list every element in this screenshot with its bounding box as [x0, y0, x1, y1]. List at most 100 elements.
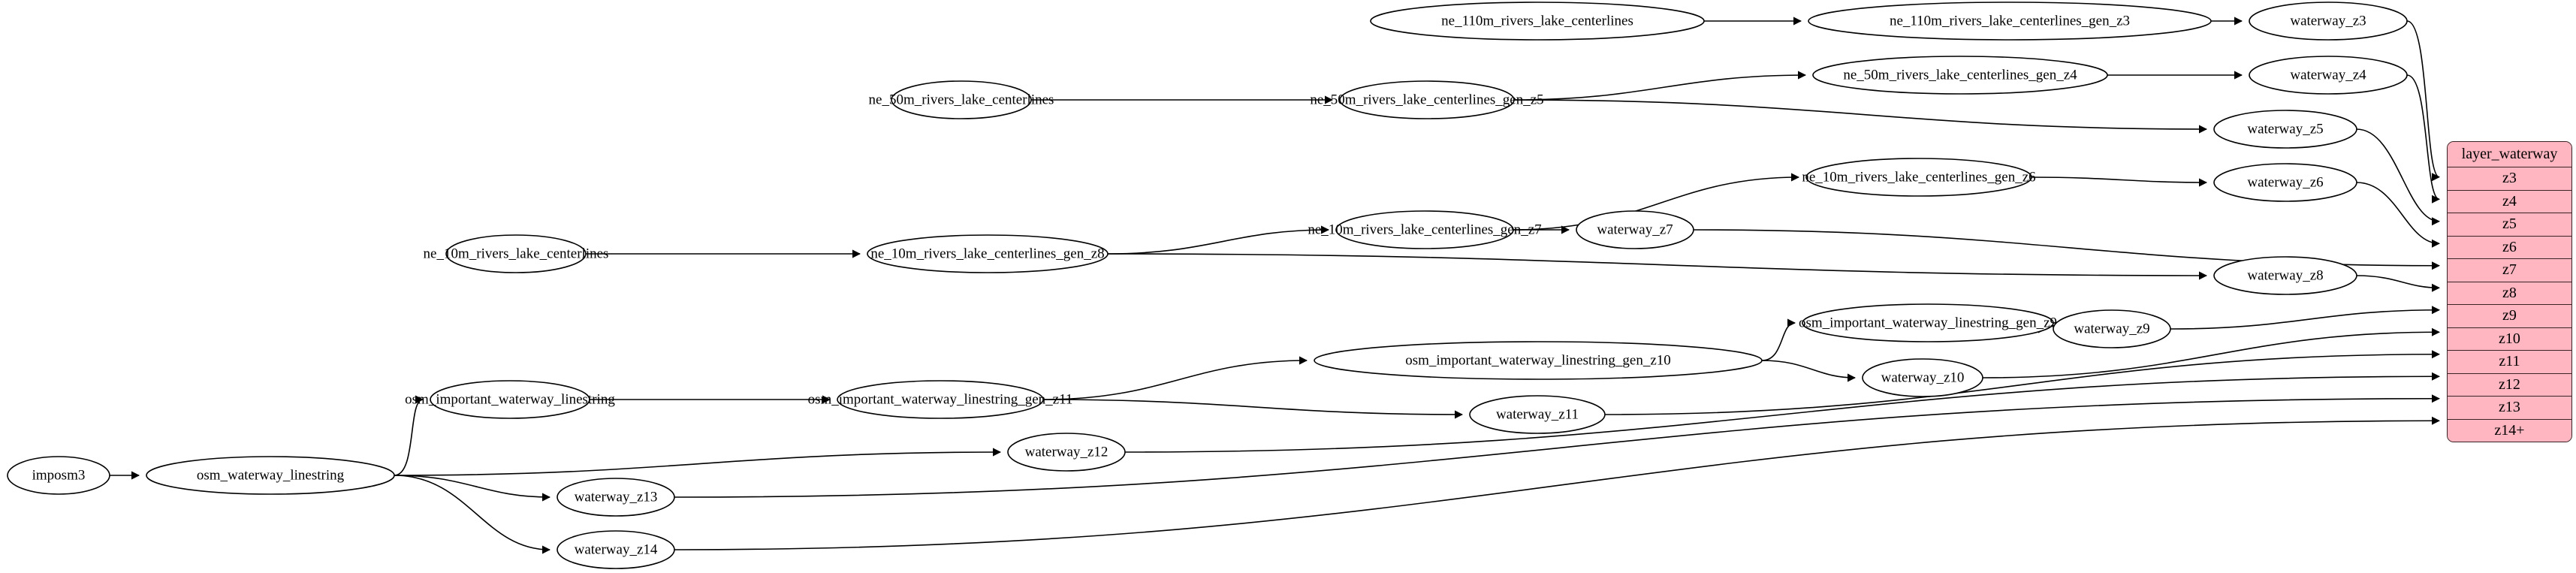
- graph-node-osm_important_waterway_linestring[interactable]: osm_important_waterway_linestring: [405, 380, 615, 419]
- graph-node-waterway_z8[interactable]: waterway_z8: [2213, 256, 2357, 295]
- graph-node-ne_110m_rivers_lake_centerlines_gen_z3[interactable]: ne_110m_rivers_lake_centerlines_gen_z3: [1808, 2, 2212, 41]
- node-label: ne_110m_rivers_lake_centerlines: [1441, 13, 1633, 29]
- node-shape: [1862, 358, 1983, 397]
- graph-node-waterway_z5[interactable]: waterway_z5: [2213, 110, 2357, 149]
- graph-node-waterway_z11[interactable]: waterway_z11: [1469, 395, 1606, 434]
- graph-edge-waterway_z13--layer_waterway.z13: [674, 394, 2441, 498]
- layer-table-row-z4[interactable]: z4: [2448, 190, 2571, 213]
- graph-node-ne_50m_rivers_lake_centerlines[interactable]: ne_50m_rivers_lake_centerlines: [869, 80, 1054, 119]
- graph-node-ne_10m_rivers_lake_centerlines_gen_z6[interactable]: ne_10m_rivers_lake_centerlines_gen_z6: [1802, 158, 2036, 197]
- graph-node-waterway_z6[interactable]: waterway_z6: [2213, 163, 2357, 202]
- graph-node-waterway_z13[interactable]: waterway_z13: [557, 478, 675, 517]
- graph-node-ne_10m_rivers_lake_centerlines_gen_z7[interactable]: ne_10m_rivers_lake_centerlines_gen_z7: [1308, 210, 1542, 249]
- node-label: waterway_z6: [2247, 174, 2323, 190]
- node-label: waterway_z10: [1881, 369, 1965, 385]
- graph-edge-waterway_z6--layer_waterway.z6: [2356, 182, 2441, 248]
- node-label: waterway_z11: [1496, 406, 1579, 422]
- node-shape: [557, 478, 675, 517]
- layer-table-row-z5[interactable]: z5: [2448, 213, 2571, 237]
- node-label: osm_important_waterway_linestring_gen_z9: [1799, 315, 2057, 330]
- node-shape: [146, 456, 395, 495]
- node-shape: [1802, 303, 2054, 342]
- layer-table-row-z12[interactable]: z12: [2448, 373, 2571, 397]
- node-label: waterway_z12: [1025, 444, 1109, 460]
- graph-node-waterway_z7[interactable]: waterway_z7: [1576, 210, 1694, 249]
- layer-table-row-z14+[interactable]: z14+: [2448, 419, 2571, 442]
- graph-edge-osm_important_waterway_linestring_gen_z11--waterway_z11: [1042, 399, 1464, 419]
- graph-node-imposm3[interactable]: imposm3: [7, 456, 110, 495]
- node-label: waterway_z7: [1597, 222, 1673, 237]
- node-shape: [2213, 256, 2357, 295]
- node-shape: [1370, 2, 1705, 41]
- node-shape: [1469, 395, 1606, 434]
- graph-node-osm_important_waterway_linestring_gen_z9[interactable]: osm_important_waterway_linestring_gen_z9: [1799, 303, 2057, 342]
- graph-edge-waterway_z11--layer_waterway.z11: [1604, 350, 2441, 415]
- node-label: ne_110m_rivers_lake_centerlines_gen_z3: [1890, 13, 2130, 29]
- node-label: waterway_z13: [575, 489, 658, 505]
- graph-edge-ne_10m_rivers_lake_centerlines_gen_z8--ne_10m_rivers_lake_centerlines_gen_z7: [1107, 225, 1330, 255]
- graph-node-waterway_z10[interactable]: waterway_z10: [1862, 358, 1983, 397]
- node-label: osm_important_waterway_linestring_gen_z1…: [808, 391, 1073, 407]
- graph-node-waterway_z4[interactable]: waterway_z4: [2249, 56, 2408, 95]
- graph-node-osm_important_waterway_linestring_gen_z11[interactable]: osm_important_waterway_linestring_gen_z1…: [808, 380, 1073, 419]
- graph-node-ne_50m_rivers_lake_centerlines_gen_z4[interactable]: ne_50m_rivers_lake_centerlines_gen_z4: [1812, 56, 2108, 95]
- node-shape: [1314, 341, 1763, 380]
- layer-table-row-z11[interactable]: z11: [2448, 351, 2571, 374]
- layer-table-row-z8[interactable]: z8: [2448, 282, 2571, 305]
- graph-edge-waterway_z5--layer_waterway.z5: [2356, 128, 2441, 226]
- graph-node-waterway_z14[interactable]: waterway_z14: [557, 530, 675, 569]
- node-label: ne_10m_rivers_lake_centerlines_gen_z8: [870, 246, 1104, 261]
- node-label: imposm3: [32, 467, 86, 483]
- layer-table-row-z9[interactable]: z9: [2448, 305, 2571, 328]
- node-shape: [2249, 56, 2408, 95]
- layer-table-row-z13[interactable]: z13: [2448, 397, 2571, 420]
- graph-node-ne_110m_rivers_lake_centerlines[interactable]: ne_110m_rivers_lake_centerlines: [1370, 2, 1705, 41]
- node-label: waterway_z9: [2074, 321, 2149, 336]
- graph-node-osm_important_waterway_linestring_gen_z10[interactable]: osm_important_waterway_linestring_gen_z1…: [1314, 341, 1763, 380]
- graph-edge-osm_important_waterway_linestring_gen_z10--waterway_z10: [1761, 360, 1857, 382]
- node-label: ne_10m_rivers_lake_centerlines_gen_z6: [1802, 169, 2035, 185]
- graph-edge-osm_waterway_linestring--osm_important_waterway_linestring: [394, 395, 424, 476]
- graph-edge-waterway_z9--layer_waterway.z9: [2170, 306, 2441, 330]
- node-shape: [445, 234, 587, 273]
- node-label: osm_important_waterway_linestring_gen_z1…: [1405, 352, 1671, 368]
- layer-table-row-z7[interactable]: z7: [2448, 259, 2571, 282]
- graph-node-waterway_z9[interactable]: waterway_z9: [2053, 309, 2171, 348]
- layer-table-header: layer_waterway: [2448, 142, 2571, 167]
- node-shape: [1007, 433, 1126, 472]
- graph-edge-waterway_z14--layer_waterway.z14+: [674, 416, 2441, 550]
- graph-node-waterway_z3[interactable]: waterway_z3: [2249, 2, 2408, 41]
- node-shape: [2213, 110, 2357, 149]
- node-shape: [1335, 210, 1514, 249]
- graph-node-ne_10m_rivers_lake_centerlines_gen_z8[interactable]: ne_10m_rivers_lake_centerlines_gen_z8: [867, 234, 1109, 273]
- graph-edge-waterway_z8--layer_waterway.z8: [2356, 275, 2441, 292]
- layer-table-row-z3[interactable]: z3: [2448, 167, 2571, 191]
- node-shape: [1808, 2, 2212, 41]
- node-label: waterway_z4: [2290, 67, 2366, 83]
- node-label: waterway_z14: [575, 541, 658, 557]
- graph-edge-ne_10m_rivers_lake_centerlines_gen_z8--waterway_z8: [1107, 253, 2208, 280]
- graph-edge-osm_waterway_linestring--waterway_z14: [394, 475, 551, 554]
- node-shape: [430, 380, 590, 419]
- graph-edge-waterway_z10--layer_waterway.z10: [1982, 327, 2441, 378]
- graph-edge-ne_50m_rivers_lake_centerlines_gen_z5--waterway_z5: [1513, 99, 2208, 134]
- node-label: osm_waterway_linestring: [197, 467, 345, 483]
- layer-table-row-z6[interactable]: z6: [2448, 236, 2571, 259]
- graph-node-ne_10m_rivers_lake_centerlines[interactable]: ne_10m_rivers_lake_centerlines: [424, 234, 609, 273]
- graph-edge-osm_important_waterway_linestring_gen_z11--osm_important_waterway_linestring_gen_z10: [1042, 356, 1308, 400]
- graph-node-osm_waterway_linestring[interactable]: osm_waterway_linestring: [146, 456, 395, 495]
- graph-edge-osm_important_waterway_linestring_gen_z10--osm_important_waterway_linestring_gen_z9: [1761, 318, 1796, 361]
- node-shape: [7, 456, 110, 495]
- node-label: ne_50m_rivers_lake_centerlines_gen_z5: [1310, 92, 1543, 107]
- graph-edge-waterway_z12--layer_waterway.z12: [1124, 372, 2441, 453]
- node-label: ne_50m_rivers_lake_centerlines_gen_z4: [1843, 67, 2077, 83]
- node-shape: [891, 80, 1032, 119]
- layer-table-row-z10[interactable]: z10: [2448, 327, 2571, 351]
- node-label: osm_important_waterway_linestring: [405, 391, 615, 407]
- graph-node-ne_50m_rivers_lake_centerlines_gen_z5[interactable]: ne_50m_rivers_lake_centerlines_gen_z5: [1310, 80, 1544, 119]
- graph-node-waterway_z12[interactable]: waterway_z12: [1007, 433, 1126, 472]
- node-shape: [837, 380, 1044, 419]
